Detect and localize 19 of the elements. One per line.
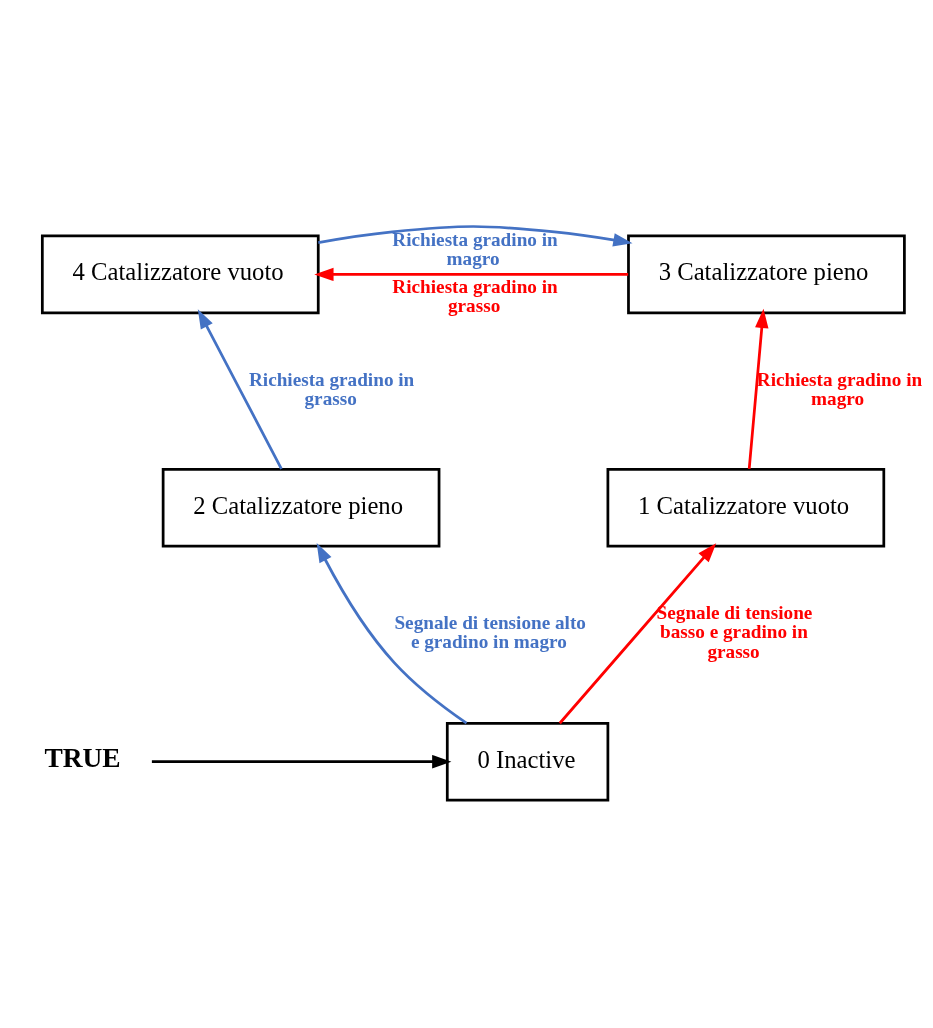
node-box: 1 Catalizzatore vuoto [606, 467, 886, 548]
arrow [314, 267, 629, 282]
arrow [316, 542, 468, 725]
edge-label: Richiesta gradino in grasso [248, 368, 415, 410]
edge-label: Richiesta gradino in magro [756, 368, 923, 410]
node-box: 0 Inactive [445, 721, 610, 802]
edge-label: Richiesta gradino in grasso [392, 275, 558, 316]
arrow [151, 754, 452, 769]
edge-label: Segnale di tensione basso e gradino in grasso [656, 602, 813, 662]
arrow [318, 225, 633, 247]
node-box: 4 Catalizzatore vuoto [40, 234, 320, 315]
edge-label: Segnale di tensione alto e gradino in magro [394, 611, 586, 653]
node-box: 2 Catalizzatore pieno [161, 467, 441, 548]
node-box: 3 Catalizzatore pieno [627, 234, 906, 315]
arrow [558, 543, 717, 725]
arrow [747, 308, 769, 469]
arrow [197, 309, 283, 470]
node-text: TRUE [44, 743, 121, 774]
edge-label: Richiesta gradino in magro [392, 228, 558, 270]
